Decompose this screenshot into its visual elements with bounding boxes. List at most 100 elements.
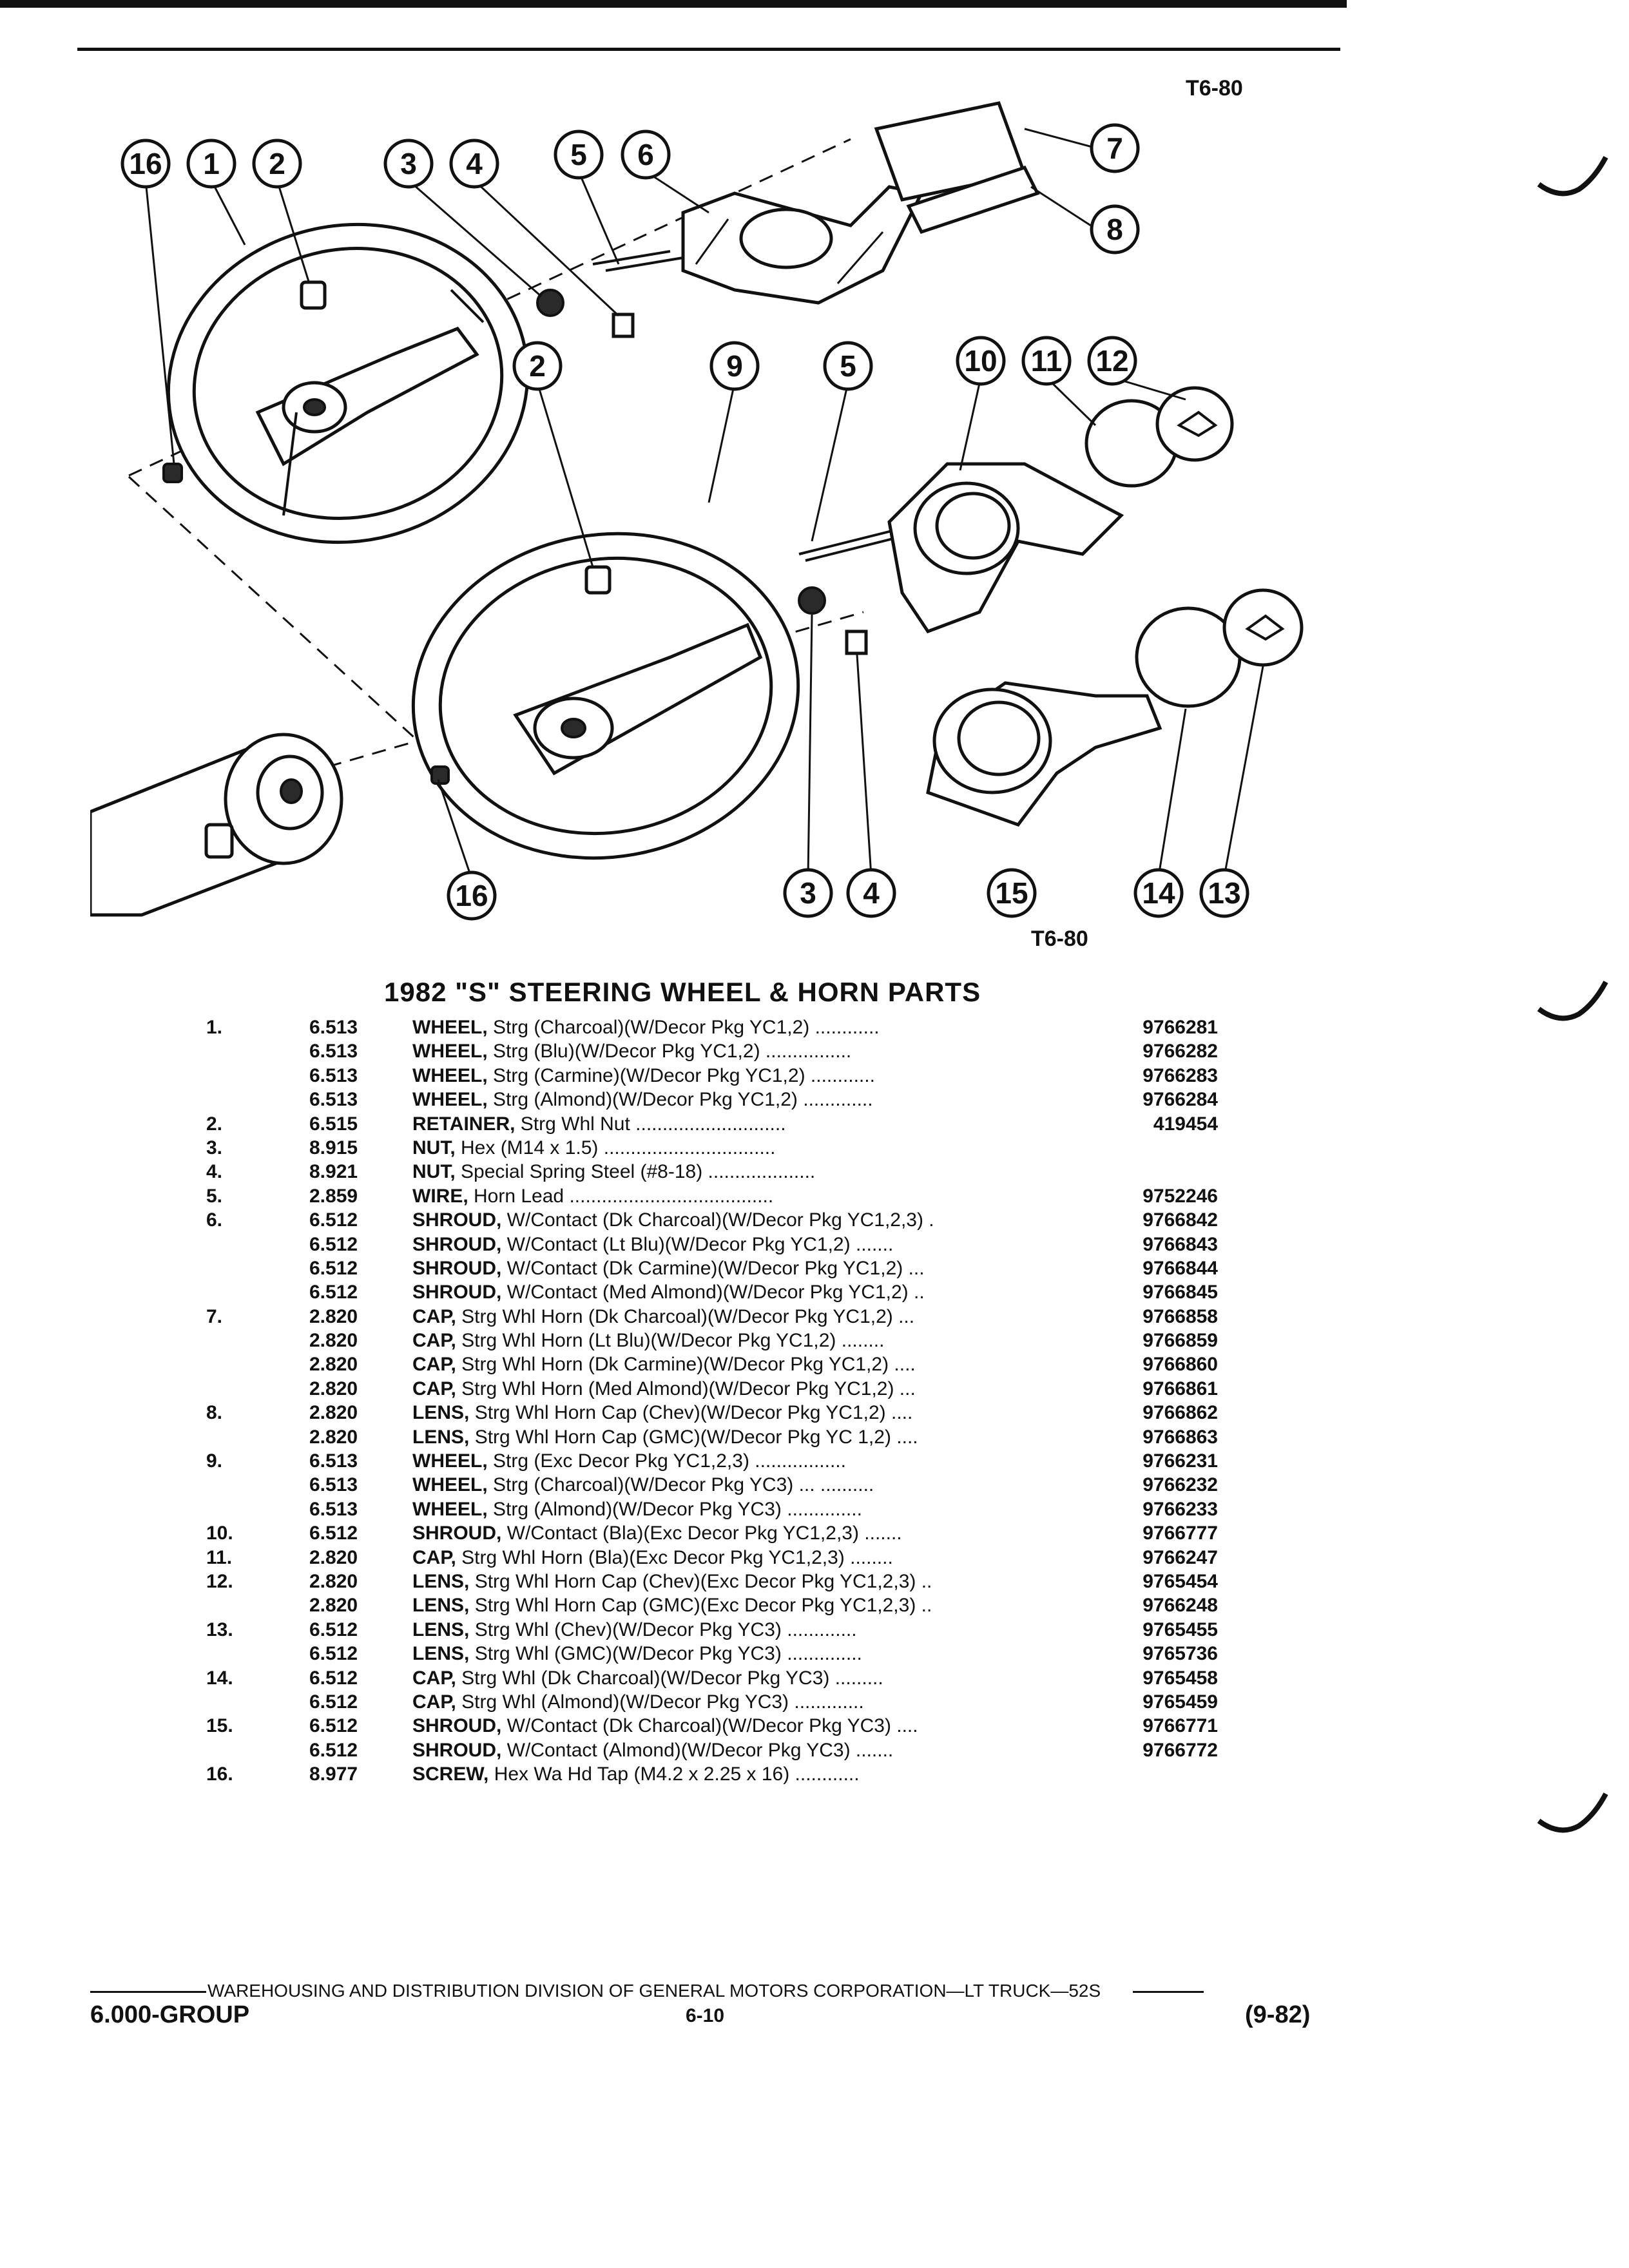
footer-group-label: 6.000-GROUP (90, 2001, 250, 2028)
footer-publisher-line: WAREHOUSING AND DISTRIBUTION DIVISION OF… (90, 1981, 1315, 2001)
callout-number: 6 (637, 138, 654, 171)
footer-date: (9-82) (1245, 2001, 1311, 2028)
part-description: SHROUD, W/Contact (Dk Charcoal)(W/Decor … (412, 1715, 1076, 1737)
part-name: CAP, (412, 1305, 456, 1327)
part-number: 9766859 (1142, 1330, 1218, 1352)
callout-number: 3 (400, 147, 417, 180)
part-name: LENS, (412, 1643, 470, 1665)
part-description: WHEEL, Strg (Blu)(W/Decor Pkg YC1,2) ...… (412, 1041, 1076, 1062)
part-description: NUT, Hex (M14 x 1.5) ...................… (412, 1137, 1076, 1159)
footer-page-number: 6-10 (686, 2005, 725, 2026)
callout-number: 2 (529, 349, 546, 383)
part-name: NUT, (412, 1161, 456, 1183)
callout-6: 6 (621, 130, 671, 180)
callout-number: 5 (570, 138, 587, 171)
parts-list-title: 1982 "S" STEERING WHEEL & HORN PARTS (384, 977, 981, 1007)
part-number: 9766777 (1142, 1523, 1218, 1544)
shroud-std-illustration (887, 462, 1124, 634)
group-number: 2.820 (309, 1595, 358, 1617)
part-detail: Strg Whl Horn Cap (Chev)(Exc Decor Pkg Y… (469, 1570, 932, 1592)
group-number: 6.512 (309, 1619, 358, 1640)
part-detail: Hex Wa Hd Tap (M4.2 x 2.25 x 16) .......… (488, 1763, 860, 1785)
part-name: SHROUD, (412, 1233, 502, 1255)
part-description: WHEEL, Strg (Exc Decor Pkg YC1,2,3) ....… (412, 1450, 1076, 1472)
part-number: 9765454 (1142, 1570, 1218, 1592)
part-description: WHEEL, Strg (Almond)(W/Decor Pkg YC1,2) … (412, 1089, 1076, 1111)
callout-4: 4 (449, 139, 499, 189)
part-number: 9766845 (1142, 1282, 1218, 1303)
spring-nut-lower (845, 629, 868, 655)
group-number: 2.820 (309, 1354, 358, 1376)
part-number: 9766231 (1142, 1450, 1218, 1472)
group-number: 8.921 (309, 1161, 358, 1183)
item-number: 14. (206, 1667, 233, 1689)
part-detail: Strg Whl Horn Cap (GMC)(W/Decor Pkg YC 1… (469, 1426, 918, 1448)
part-detail: Strg Whl (Chev)(W/Decor Pkg YC3) .......… (469, 1619, 857, 1640)
part-number: 9766282 (1142, 1041, 1218, 1062)
top-border-bar (0, 0, 1347, 8)
part-detail: Strg (Charcoal)(W/Decor Pkg YC3) ... ...… (487, 1474, 874, 1496)
callout-number: 14 (1142, 876, 1175, 910)
part-detail: Strg (Charcoal)(W/Decor Pkg YC1,2) .....… (487, 1017, 880, 1038)
part-number: 9766771 (1142, 1715, 1218, 1737)
callout-10: 10 (956, 336, 1006, 386)
footer-dash-right (1133, 1991, 1204, 1994)
callout-16: 16 (447, 870, 497, 921)
callout-5: 5 (823, 341, 873, 391)
footer-dash-left (90, 1991, 206, 1994)
part-description: CAP, Strg Whl Horn (Dk Carmine)(W/Decor … (412, 1354, 1076, 1376)
part-description: WHEEL, Strg (Charcoal)(W/Decor Pkg YC1,2… (412, 1017, 1076, 1039)
part-number: 9765455 (1142, 1619, 1218, 1640)
item-number: 2. (206, 1113, 223, 1135)
part-detail: Strg Whl (GMC)(W/Decor Pkg YC3) ........… (469, 1643, 862, 1665)
part-number: 9752246 (1142, 1185, 1218, 1207)
part-number: 9766247 (1142, 1546, 1218, 1568)
item-number: 4. (206, 1161, 223, 1183)
part-description: CAP, Strg Whl Horn (Lt Blu)(W/Decor Pkg … (412, 1330, 1076, 1352)
group-number: 6.512 (309, 1691, 358, 1713)
check-mark (1537, 156, 1608, 197)
group-number: 6.512 (309, 1282, 358, 1303)
part-description: WIRE, Horn Lead ........................… (412, 1186, 1076, 1207)
group-number: 6.513 (309, 1450, 358, 1472)
group-number: 2.820 (309, 1402, 358, 1424)
part-detail: Strg (Exc Decor Pkg YC1,2,3) ...........… (487, 1450, 846, 1472)
callout-1: 1 (186, 139, 236, 189)
group-number: 2.820 (309, 1426, 358, 1448)
group-number: 6.513 (309, 1498, 358, 1520)
part-number: 9766862 (1142, 1402, 1218, 1424)
group-number: 6.512 (309, 1257, 358, 1279)
callout-14: 14 (1133, 868, 1184, 918)
steering-wheel-std-illustration (411, 532, 800, 860)
part-name: SHROUD, (412, 1739, 502, 1761)
part-name: CAP, (412, 1546, 456, 1568)
part-number: 9765459 (1142, 1691, 1218, 1713)
part-name: WHEEL, (412, 1064, 488, 1086)
part-detail: W/Contact (Dk Charcoal)(W/Decor Pkg YC3)… (501, 1715, 918, 1737)
part-number: 9766844 (1142, 1257, 1218, 1279)
part-number: 9766772 (1142, 1739, 1218, 1761)
part-detail: W/Contact (Lt Blu)(W/Decor Pkg YC1,2) ..… (501, 1233, 894, 1255)
part-detail: Strg Whl (Almond)(W/Decor Pkg YC3) .....… (456, 1691, 864, 1713)
part-detail: Strg Whl Horn (Bla)(Exc Decor Pkg YC1,2,… (456, 1546, 893, 1568)
part-detail: Strg Whl Nut ...........................… (515, 1113, 786, 1135)
part-name: CAP, (412, 1378, 456, 1399)
group-number: 6.513 (309, 1474, 358, 1496)
nut-lower (798, 586, 826, 615)
item-number: 5. (206, 1185, 223, 1207)
header-rule (77, 48, 1340, 51)
screw-upper (162, 463, 183, 483)
